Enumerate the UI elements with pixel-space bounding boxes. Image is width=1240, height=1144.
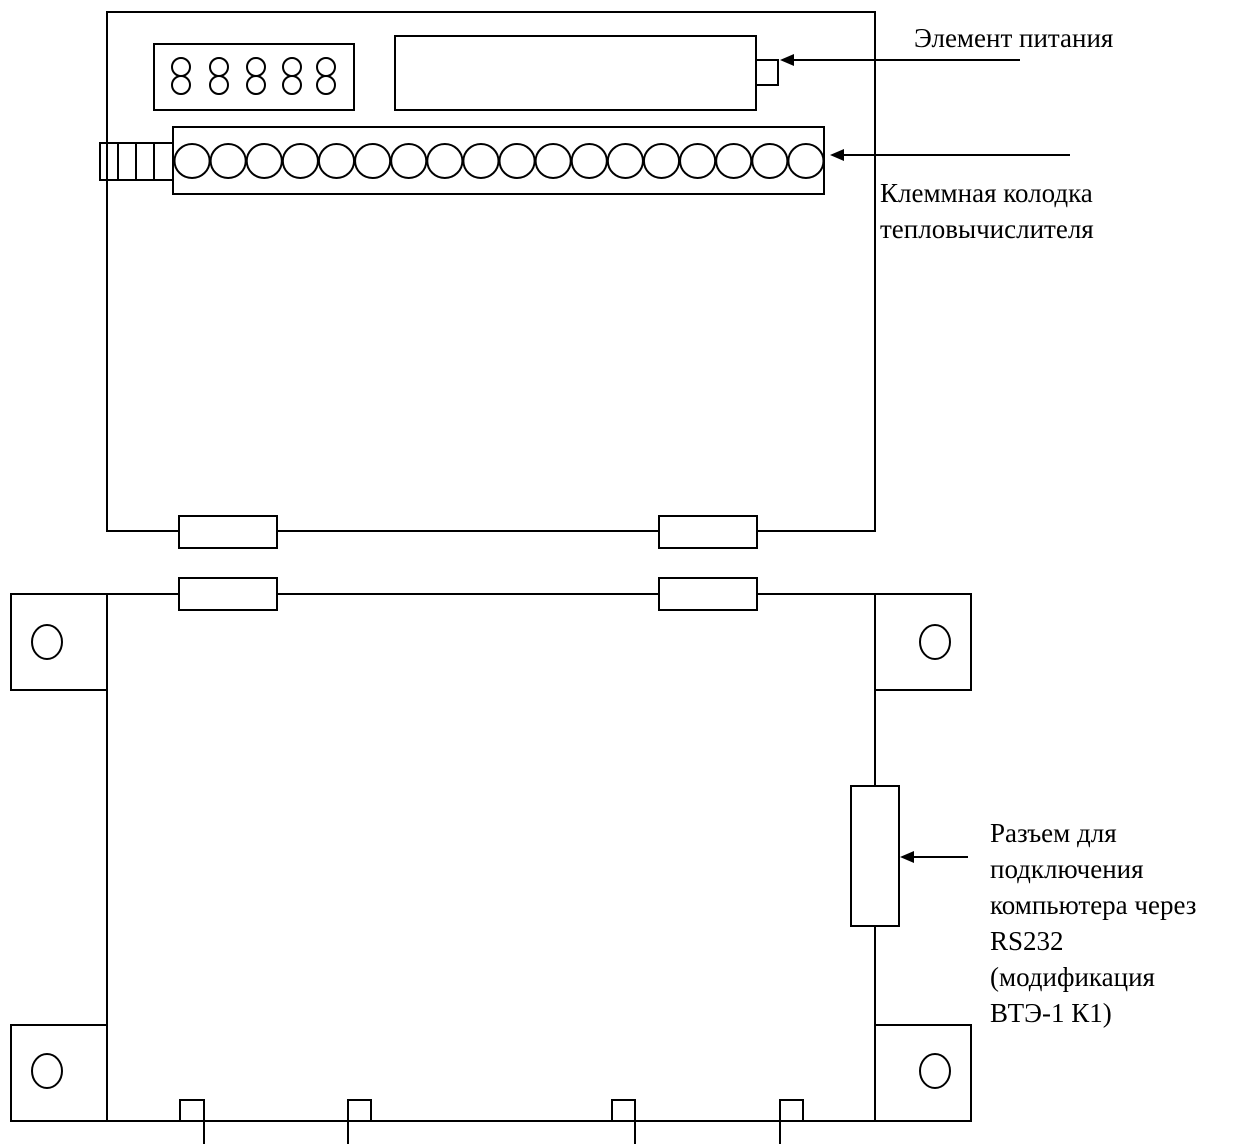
terminal-circle bbox=[788, 144, 823, 178]
bottom-latch-right bbox=[659, 578, 757, 610]
top-latch-left bbox=[179, 516, 277, 548]
cable-gland-1 bbox=[180, 1100, 204, 1144]
rs232-connector-label-line: подключения bbox=[990, 854, 1144, 884]
digit-glyph-4 bbox=[283, 58, 301, 94]
terminal-circle bbox=[752, 144, 787, 178]
terminal-circle bbox=[608, 144, 643, 178]
callout-battery-arrow bbox=[780, 54, 1020, 66]
mounting-ear-top-left bbox=[11, 594, 107, 690]
terminal-block bbox=[100, 127, 824, 194]
digit-display-frame bbox=[154, 44, 354, 110]
terminal-circle bbox=[211, 144, 246, 178]
digit-glyph-3 bbox=[247, 58, 265, 94]
battery-label: Элемент питания bbox=[914, 20, 1113, 56]
terminal-circles bbox=[175, 144, 824, 178]
top-latch-right bbox=[659, 516, 757, 548]
mounting-hole bbox=[920, 1054, 950, 1088]
rs232-connector-label-line: компьютера через bbox=[990, 890, 1197, 920]
bottom-latch-left bbox=[179, 578, 277, 610]
terminal-circle bbox=[355, 144, 390, 178]
rs232-connector bbox=[851, 786, 899, 926]
terminal-circle bbox=[536, 144, 571, 178]
terminal-circle bbox=[319, 144, 354, 178]
digit-glyph-1 bbox=[172, 58, 190, 94]
terminal-circle bbox=[572, 144, 607, 178]
battery-element bbox=[756, 60, 778, 85]
terminal-block-label: Клеммная колодка тепловычислителя bbox=[880, 175, 1094, 247]
mounting-ear-bottom-right bbox=[875, 1025, 971, 1121]
terminal-circle bbox=[391, 144, 426, 178]
rs232-connector-label-line: (модификация bbox=[990, 962, 1155, 992]
bottom-unit bbox=[11, 578, 971, 1144]
cable-gland-4 bbox=[780, 1100, 803, 1144]
top-unit-housing bbox=[107, 12, 875, 531]
terminal-circle bbox=[644, 144, 679, 178]
rs232-connector-label-line: RS232 bbox=[990, 926, 1064, 956]
terminal-circle bbox=[247, 144, 282, 178]
cable-gland-2 bbox=[348, 1100, 371, 1144]
callout-connector-arrow bbox=[900, 851, 968, 863]
mounting-ear-bottom-left bbox=[11, 1025, 107, 1121]
terminal-circle bbox=[500, 144, 535, 178]
mounting-hole bbox=[32, 1054, 62, 1088]
digit-glyph-2 bbox=[210, 58, 228, 94]
rs232-connector-label-line: ВТЭ-1 К1) bbox=[990, 998, 1112, 1028]
bottom-unit-housing bbox=[107, 594, 875, 1121]
terminal-circle bbox=[463, 144, 498, 178]
terminal-circle bbox=[427, 144, 462, 178]
callout-terminal-arrow bbox=[830, 149, 1070, 161]
digit-display bbox=[154, 44, 354, 110]
rs232-connector-label: Разъем для подключения компьютера через … bbox=[990, 815, 1196, 1031]
digit-glyph-5 bbox=[317, 58, 335, 94]
terminal-block-label-line: тепловычислителя bbox=[880, 214, 1094, 244]
battery-label-text: Элемент питания bbox=[914, 23, 1114, 53]
rs232-connector-label-line: Разъем для bbox=[990, 818, 1117, 848]
digit-glyphs bbox=[172, 58, 335, 94]
mounting-hole bbox=[32, 625, 62, 659]
terminal-circle bbox=[175, 144, 210, 178]
cable-gland-3 bbox=[612, 1100, 635, 1144]
battery-compartment bbox=[395, 36, 756, 110]
top-unit bbox=[100, 12, 875, 548]
terminal-circle bbox=[680, 144, 715, 178]
terminal-circle bbox=[283, 144, 318, 178]
mounting-ear-top-right bbox=[875, 594, 971, 690]
mounting-hole bbox=[920, 625, 950, 659]
terminal-block-label-line: Клеммная колодка bbox=[880, 178, 1093, 208]
terminal-circle bbox=[716, 144, 751, 178]
